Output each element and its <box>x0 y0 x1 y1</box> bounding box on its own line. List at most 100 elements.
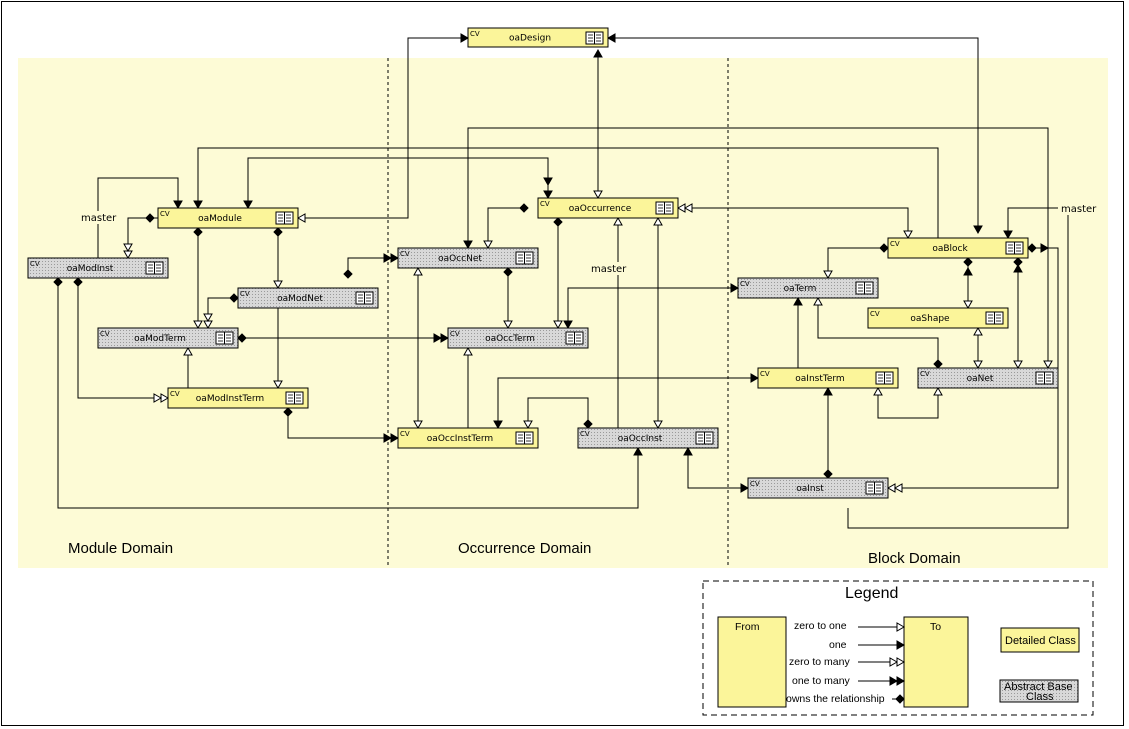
legend-title: Legend <box>845 585 898 602</box>
edge-block-occurrence <box>678 207 909 238</box>
edge-block-term <box>827 247 888 278</box>
edge-occinst-occinstterm <box>527 397 589 428</box>
edge-block-design <box>608 37 979 233</box>
stereotype-label: CV <box>890 240 900 248</box>
relationship-lines <box>57 37 1069 529</box>
class-box-net[interactable]: CV oaNet <box>917 367 1059 389</box>
stereotype-label: CV <box>540 200 550 208</box>
class-name: oaNet <box>967 374 994 384</box>
class-details-icon <box>355 291 374 305</box>
stereotype-label: CV <box>100 330 110 338</box>
stereotype-label: CV <box>160 210 170 218</box>
class-name: oaModTerm <box>134 334 186 344</box>
legend-detailed-class-swatch <box>1000 627 1080 653</box>
edge-term-occterm <box>567 287 738 328</box>
class-box-inst[interactable]: CV oaInst <box>747 477 889 499</box>
stereotype-label: CV <box>450 330 460 338</box>
legend-abstract-class-swatch <box>999 679 1079 703</box>
class-details-icon <box>215 331 234 345</box>
legend-owns: owns the relationship <box>786 693 885 705</box>
master-label-module: master <box>81 213 117 224</box>
class-box-occurrence[interactable]: CV oaOccurrence <box>537 197 679 219</box>
stereotype-label: CV <box>240 290 250 298</box>
legend-from-box <box>717 616 787 708</box>
class-details-icon <box>985 311 1004 325</box>
stereotype-label: CV <box>870 310 880 318</box>
legend-from-label: From <box>735 621 760 633</box>
legend-to-box <box>903 616 969 708</box>
class-box-module[interactable]: CV oaModule <box>157 207 299 229</box>
class-box-mod-inst-term[interactable]: CV oaModInstTerm <box>167 387 309 409</box>
class-name: oaDesign <box>509 34 551 44</box>
legend-zero-to-one: zero to one <box>794 620 847 632</box>
stereotype-label: CV <box>580 430 590 438</box>
class-name: oaOccInst <box>618 434 663 444</box>
class-box-occ-inst[interactable]: CV oaOccInst <box>577 427 719 449</box>
class-name: oaOccurrence <box>569 204 632 214</box>
class-name: oaInstTerm <box>795 374 844 384</box>
class-name: oaModInst <box>67 264 114 274</box>
class-details-icon <box>275 211 294 225</box>
class-box-mod-inst[interactable]: CV oaModInst <box>27 257 169 279</box>
legend-one: one <box>829 639 847 651</box>
class-details-icon <box>145 261 164 275</box>
edge-module-design <box>298 37 468 219</box>
edge-insterm-occinstterm <box>497 377 758 428</box>
stereotype-label: CV <box>920 370 930 378</box>
edge-inst-master-path <box>847 208 1069 529</box>
legend-one-to-many: one to many <box>792 675 851 687</box>
edge-modinstterm-occinstterm <box>287 408 398 439</box>
stereotype-label: CV <box>400 250 410 258</box>
stereotype-label: CV <box>30 260 40 268</box>
legend-zero-to-many: zero to many <box>789 656 850 668</box>
class-box-design[interactable]: CV oaDesign <box>467 27 609 48</box>
class-box-mod-term[interactable]: CV oaModTerm <box>97 327 239 349</box>
edge-modinst-modinstterm <box>77 278 168 399</box>
class-box-term[interactable]: CV oaTerm <box>737 277 879 299</box>
class-details-icon <box>865 481 884 495</box>
class-details-icon <box>515 251 534 265</box>
class-details-icon <box>1035 371 1054 385</box>
class-details-icon <box>695 431 714 445</box>
class-name: oaShape <box>910 314 950 324</box>
class-box-occ-term[interactable]: CV oaOccTerm <box>447 327 589 349</box>
class-box-mod-net[interactable]: CV oaModNet <box>237 287 379 309</box>
stereotype-label: CV <box>740 280 750 288</box>
class-name: oaOccTerm <box>485 334 535 344</box>
legend-abstract-class-line1: Abstract Base <box>1004 681 1072 693</box>
stereotype-label: CV <box>170 390 180 398</box>
stereotype-label: CV <box>470 30 480 38</box>
edge-inst-block-master <box>1007 207 1068 238</box>
edge-block-module <box>197 147 939 238</box>
class-box-block[interactable]: CV oaBlock <box>887 237 1029 259</box>
class-details-icon <box>515 431 534 445</box>
class-name: oaModInstTerm <box>196 394 264 404</box>
class-details-icon <box>875 371 894 385</box>
edge-occurrence-occnet <box>487 207 528 248</box>
legend-detailed-class: Detailed Class <box>1005 635 1076 647</box>
legend-abstract-class-line2: Class <box>1026 691 1054 703</box>
class-details-icon <box>285 391 304 405</box>
edge-inst-occinst <box>687 448 748 489</box>
class-name: oaInst <box>796 484 824 494</box>
master-label-block: master <box>1061 204 1097 215</box>
edge-net-instterm <box>877 388 939 419</box>
class-details-icon <box>565 331 584 345</box>
class-details-icon <box>1005 241 1024 255</box>
class-name: oaBlock <box>932 244 968 254</box>
class-details-icon <box>585 31 604 45</box>
class-details-icon <box>655 201 674 215</box>
class-name: oaTerm <box>784 284 817 294</box>
legend-to-label: To <box>930 621 941 633</box>
block-domain-label: Block Domain <box>868 550 961 567</box>
class-box-shape[interactable]: CV oaShape <box>867 307 1009 329</box>
stereotype-label: CV <box>750 480 760 488</box>
edge-modinst-occinst <box>57 278 639 509</box>
class-name: oaModNet <box>277 294 323 304</box>
class-name: oaModule <box>198 214 242 224</box>
